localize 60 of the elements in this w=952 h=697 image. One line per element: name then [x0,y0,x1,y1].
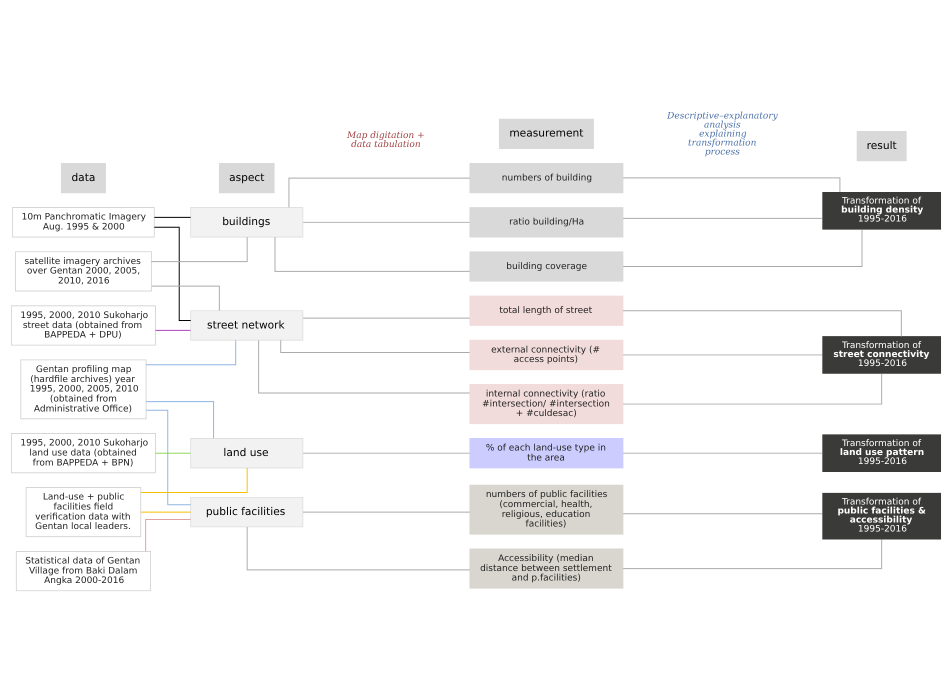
connector [140,511,192,512]
node-box: 10m Panchromatic Imagery Aug. 1995 & 2000 [12,206,155,237]
connector [140,467,248,492]
connector [622,310,902,336]
node-box: building coverage [469,250,624,282]
node-box: satellite imagery archives over Gentan 2000, 2005, 2010, 2016 [15,250,152,291]
connector [258,339,470,393]
connector [622,538,882,569]
label: measurement [509,126,584,140]
label: result [866,138,897,152]
connector [622,176,840,192]
connector [622,217,824,218]
connector [274,236,470,272]
node-box: numbers of public facilities (commercial, health, religious, education facilities) [469,484,624,534]
label: data [71,170,96,184]
connector [146,400,214,438]
node-box: numbers of building [469,162,624,193]
node-box: total length of street [469,295,624,326]
node-box: 1995, 2000, 2010 Sukoharjo land use data (obtained from BAPPEDA + BPN) [10,432,156,473]
connector [146,409,192,505]
connector [150,236,248,262]
connector [151,285,220,311]
node-box: street network [190,310,304,340]
node-box: 1995, 2000, 2010 Sukoharjo street data (obtained from BAPPEDA + DPU) [10,304,156,346]
connector [302,511,470,512]
connector [146,339,236,365]
node-box: Transformation of street connectivity 1995-2016 [822,336,942,374]
node-box: public facilities [190,496,304,527]
node-box: Gentan profiling map (hardfile archives) year 1995, 2000, 2005, 2010 (obtained from Administrative Office) [20,358,146,419]
connector [302,317,470,318]
connector [246,526,470,570]
node-box: Transformation of building density 1995-2016 [822,192,942,230]
node-box: Land-use + public facilities field verification data with Gentan local leaders. [26,486,142,537]
label: Map digitation + data tabulation [347,130,425,150]
node-box: buildings [190,206,304,237]
connector [302,221,470,222]
connector [622,354,824,355]
label: Descriptive–explanatory analysis explaining transformation process [667,111,778,158]
node-box: ratio building/Ha [469,206,624,237]
connector [622,228,863,266]
label: aspect [229,170,264,184]
connector [288,177,470,208]
node-box: Accessibility (median distance between settlement and p.facilities) [469,548,624,588]
connector [622,452,824,454]
node-box: Statistical data of Gentan Village from Baki Dalam Angka 2000-2016 [16,550,151,591]
connector [622,512,824,514]
connector [154,216,192,218]
connector [154,226,192,321]
connector [622,372,882,404]
connector [280,339,470,352]
node-box: Transformation of public facilities & accessibility 1995-2016 [822,492,942,540]
node-box: land use [190,438,304,468]
node-box: % of each land-use type in the area [469,438,624,468]
connector [145,518,192,552]
connector [155,329,191,330]
connector [155,452,191,454]
node-box: internal connectivity (ratio #intersection/ #intersection + #culdesac) [469,384,624,424]
node-box: Transformation of land use pattern 1995-2016 [822,434,942,472]
connector [302,452,470,454]
node-box: external connectivity (# access points) [469,339,624,370]
